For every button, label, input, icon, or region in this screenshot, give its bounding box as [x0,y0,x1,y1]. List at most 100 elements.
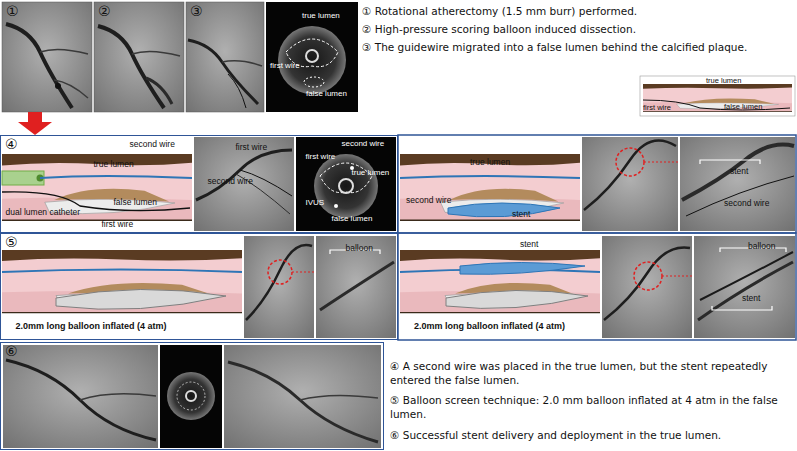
callout-number: ③ [190,4,203,19]
annotation-label: false lumen [332,215,373,224]
zoom-leader [292,271,316,272]
vessel-schematic [400,250,600,313]
bracket [712,306,772,310]
angiogram [244,236,316,338]
step-caption: ④ A second wire was placed in the true l… [390,360,795,387]
vessel-branch [300,395,378,400]
callout-number: ⑥ [5,344,18,359]
angiogram-image: ② [94,2,184,112]
balloon [446,290,588,308]
step-panel: ⑥ [0,342,384,450]
vessel-branch [222,61,262,66]
step-panel: ⑤2.0mm long balloon inflated (4 atm)ball… [0,233,398,340]
annotation-label: first wire [643,104,671,112]
ivus-image [296,137,396,231]
stent-shadow [682,145,794,200]
angiogram-frame [582,137,678,231]
catheter [196,150,292,200]
schematic [2,250,242,313]
annotation-label: first wire [236,143,268,152]
angiogram-frame [244,236,314,338]
schematic: stent2.0mm long balloon inflated (4 atm) [400,236,600,338]
vessel-schematic [2,154,192,220]
schematic-inset [640,76,795,116]
angiogram [582,137,680,231]
balloon-shadow [320,262,394,310]
annotation-label: balloon [748,242,775,251]
catheter [604,248,690,321]
catheter [98,26,164,108]
bracket [700,160,760,164]
annotation-label: true lumen [706,77,741,85]
callout-number: ② [98,4,111,19]
inset-frame [640,76,795,116]
angiogram-image: ③ [186,2,264,112]
vessel-branch [80,394,156,400]
step-caption: ② High-pressure scoring balloon induced … [362,23,790,37]
annotation-label: stent [730,167,748,176]
ivus-frame [160,345,222,448]
annotation-label: true lumen [94,160,134,169]
angiogram-frame [194,137,294,231]
angiogram-zoom [316,236,396,338]
step-caption: ⑤ Balloon screen technique: 2.0 mm ballo… [390,394,795,421]
annotation-label: true lumen [302,12,340,21]
annotation-label: false lumen [724,103,762,111]
angiogram-frame [186,2,264,112]
zoom-frame [316,236,396,338]
vessel-branch [132,51,180,56]
callout-number: ① [6,4,19,19]
schematic [2,154,192,220]
stent [448,203,560,217]
zoom-frame [694,236,795,338]
zoom-leader [644,161,680,162]
second-wire [40,176,192,178]
highlight-circle [268,260,292,284]
vessel-wall [167,372,215,420]
angiogram-zoom [694,236,795,338]
annotation-label: balloon [346,244,373,253]
ivus-frame [266,2,358,112]
catheter [584,140,676,210]
balloon-marker [146,78,172,104]
annotation-label: first wire [270,62,300,71]
angiogram-zoom [680,137,795,231]
vessel-schematic [643,84,792,112]
angiogram [3,345,158,448]
annotation-label: first wire [306,153,336,162]
angiogram-frame [3,345,158,448]
annotation-label: dual lumen catheter [6,208,81,217]
vessel-branch [54,80,88,98]
stent-struts [177,382,205,410]
schematic: true lumensecond wirestent [400,138,580,231]
annotation-label: first wire [102,220,134,229]
true-lumen-outline [320,163,372,193]
angiogram-zoom: stentsecond wire [680,137,795,231]
zoom-leader [662,275,694,276]
annotation-label: 2.0mm long balloon inflated (4 atm) [414,322,565,332]
second-wire [686,176,794,216]
ivus-frame [296,137,396,231]
stent-shadow [700,252,793,300]
angiogram [224,345,381,448]
catheter [6,24,72,108]
catheter [6,360,156,440]
angiogram-frame [602,236,692,338]
callout-number: ④ [5,137,18,152]
ivus-catheter [186,391,196,401]
zoom-frame [680,137,795,231]
catheter [246,245,312,320]
angiogram [94,2,184,112]
step-panel-frame [398,135,796,233]
angiogram [2,2,92,112]
annotation-label: second wire [342,140,385,149]
annotation-label: second wire [406,196,451,205]
angiogram [186,2,264,112]
angiogram-frame [2,2,92,112]
annotation-label: second wire [208,177,253,186]
wire-artifact [334,204,338,208]
annotation-label: false lumen [114,198,157,207]
guidewire [228,74,246,108]
step-caption: ⑥ Successful stent delivery and deployme… [390,429,795,443]
second-wire [2,270,242,273]
